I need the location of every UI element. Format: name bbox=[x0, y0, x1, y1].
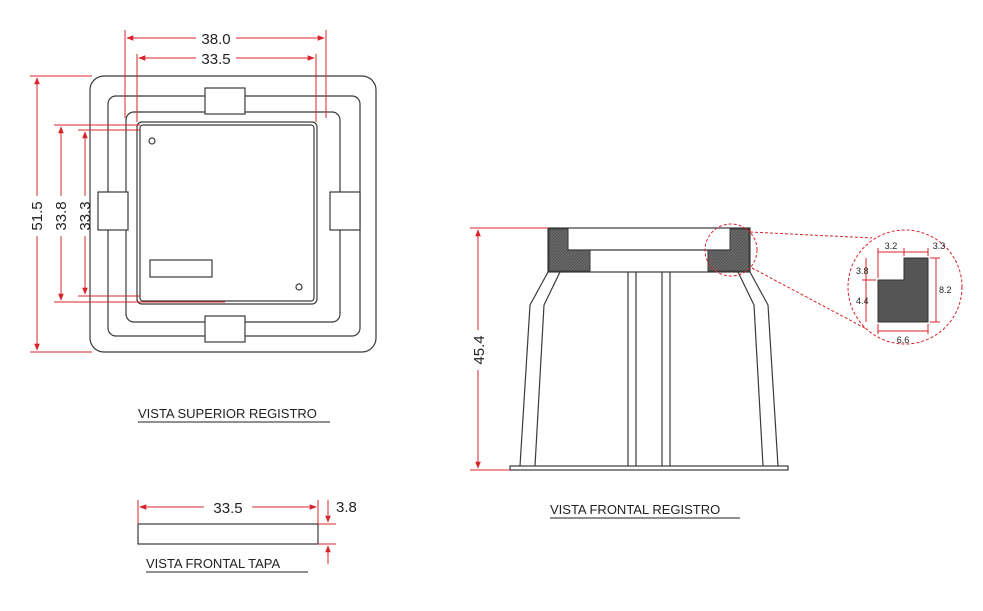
wall-right-outer bbox=[749, 271, 779, 467]
dim-lid-thickness-label: 3.8 bbox=[336, 499, 357, 516]
detail-dim-top-left: 3.2 bbox=[885, 241, 898, 251]
detail-dim-bottom: 6.6 bbox=[897, 335, 910, 345]
section-detail: 3.2 3.3 3.8 4.4 8.2 6.6 bbox=[847, 229, 963, 345]
dim-outer-width: 38.0 bbox=[124, 30, 327, 118]
detail-dim-top-right: 3.3 bbox=[933, 241, 946, 251]
tab-right bbox=[329, 191, 361, 231]
detail-dim-right: 8.2 bbox=[939, 285, 952, 295]
dim-inner-height-a-label: 33.8 bbox=[53, 201, 70, 230]
outer-frame bbox=[89, 75, 377, 353]
dim-inner-height-a: 33.8 bbox=[53, 124, 225, 303]
dim-outer-height: 51.5 bbox=[29, 75, 92, 353]
wall-left-outer bbox=[519, 271, 549, 467]
front-view-caption: VISTA FRONTAL REGISTRO bbox=[550, 502, 720, 517]
tab-top bbox=[204, 87, 246, 115]
dim-inner-height-b: 33.3 bbox=[77, 129, 140, 297]
dim-inner-width: 33.5 bbox=[136, 51, 317, 122]
lid-view-caption: VISTA FRONTAL TAPA bbox=[146, 556, 280, 571]
lid-front-view: 33.5 3.8 VISTA FRONTAL TAPA bbox=[137, 499, 357, 573]
detail-marker bbox=[704, 223, 758, 277]
dim-outer-width-label: 38.0 bbox=[201, 31, 230, 48]
lid-hole-bottom bbox=[295, 283, 303, 291]
tab-bottom bbox=[204, 315, 246, 343]
wall-left-inner bbox=[534, 271, 561, 467]
detail-leader-bottom bbox=[751, 267, 877, 335]
front-view: 45.4 VISTA FRONTAL REGISTRO bbox=[470, 223, 877, 519]
base-flange bbox=[509, 465, 789, 471]
detail-dim-left-lower: 4.4 bbox=[856, 296, 869, 306]
wall-right-inner bbox=[737, 271, 764, 467]
dim-height-label: 45.4 bbox=[471, 335, 488, 364]
top-view-caption: VISTA SUPERIOR REGISTRO bbox=[138, 406, 317, 421]
dim-inner-width-label: 33.5 bbox=[201, 51, 230, 68]
tab-left bbox=[97, 191, 129, 231]
lid bbox=[136, 121, 318, 305]
dim-inner-height-b-label: 33.3 bbox=[77, 201, 94, 230]
lid-inner-edge bbox=[139, 124, 315, 302]
top-view: 38.0 33.5 51.5 33.8 33.3 bbox=[29, 30, 377, 423]
detail-leader-top bbox=[749, 231, 873, 239]
dim-outer-height-label: 51.5 bbox=[29, 201, 46, 230]
lid-hole-top bbox=[148, 137, 156, 145]
lid-profile bbox=[137, 523, 319, 545]
lid-label-plate bbox=[149, 259, 213, 278]
section-profile bbox=[877, 257, 929, 323]
dim-lid-width-label: 33.5 bbox=[213, 500, 242, 517]
detail-dim-left-upper: 3.8 bbox=[856, 266, 869, 276]
